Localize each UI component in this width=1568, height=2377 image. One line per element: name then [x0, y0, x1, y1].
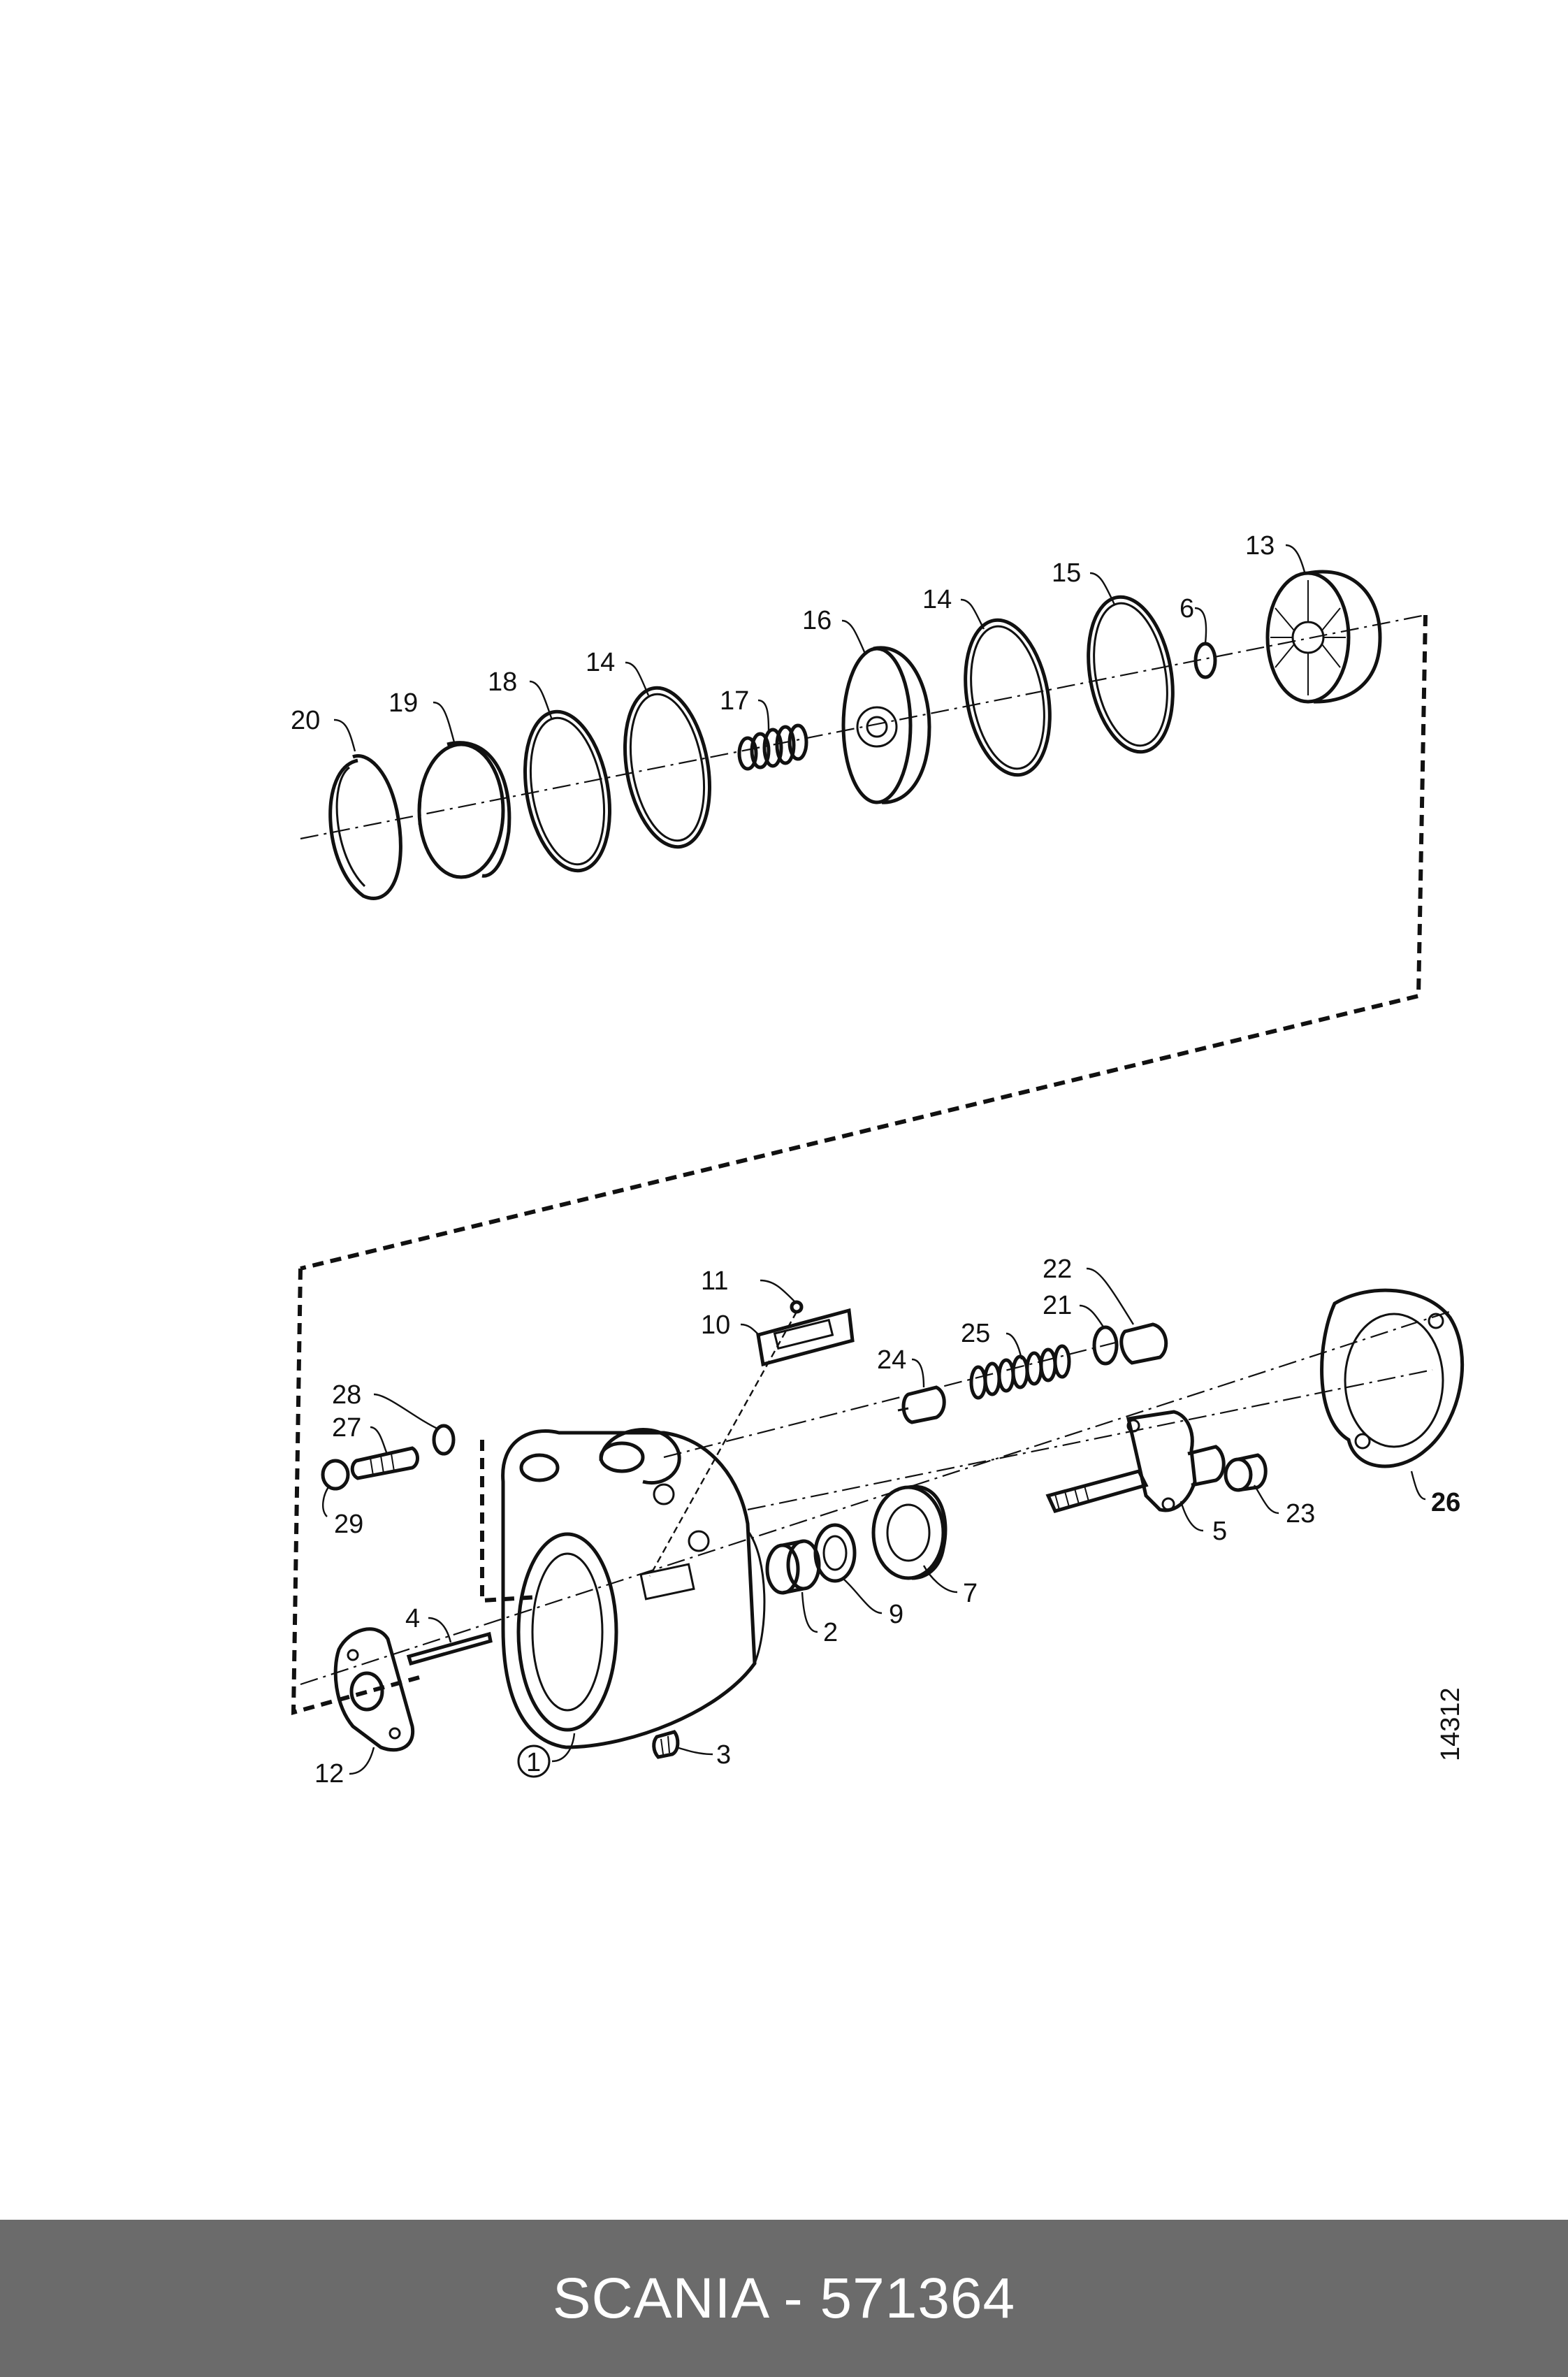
part-11-rivet [790, 1300, 804, 1314]
part-14-o-ring-right [964, 618, 1052, 777]
part-2-needle-bearing [765, 1539, 821, 1595]
part-15-o-ring [1087, 595, 1175, 754]
part-19-cover [417, 741, 511, 879]
callout-7: 7 [963, 1579, 978, 1608]
part-3-set-screw [652, 1730, 680, 1759]
part-24-valve-plunger [897, 1385, 946, 1424]
callout-14-left: 14 [586, 648, 615, 677]
callout-9: 9 [889, 1600, 903, 1629]
footer-title: SCANIA - 571364 [552, 2266, 1016, 2330]
part-4-pin [406, 1631, 493, 1666]
part-7-ball-bearing [871, 1484, 948, 1580]
callout-4: 4 [405, 1604, 420, 1633]
callout-29: 29 [334, 1510, 363, 1539]
callout-13: 13 [1245, 531, 1275, 561]
callout-22: 22 [1043, 1255, 1072, 1284]
callout-labels: 20 19 18 14 17 16 14 15 6 13 11 10 24 25… [291, 531, 1465, 1789]
callout-18: 18 [488, 667, 517, 697]
part-13-rotor-housing [1265, 570, 1382, 704]
callout-15: 15 [1052, 558, 1081, 588]
part-28-washer [432, 1424, 456, 1456]
part-5-drive-shaft [1045, 1410, 1226, 1513]
part-18-o-ring [523, 709, 612, 873]
drawing-number: 14312 [1436, 1687, 1465, 1761]
callout-28: 28 [332, 1380, 361, 1410]
part-20-snap-ring [328, 754, 402, 900]
footer-bar: SCANIA - 571364 [0, 2220, 1568, 2377]
callout-1: 1 [526, 1748, 541, 1777]
callout-17: 17 [720, 686, 749, 716]
part-12-flange [333, 1627, 415, 1752]
callout-20: 20 [291, 706, 320, 735]
callout-10: 10 [701, 1310, 730, 1340]
callout-23: 23 [1286, 1499, 1315, 1529]
callout-26: 26 [1431, 1488, 1460, 1517]
part-14-o-ring-left [623, 686, 712, 849]
lower-assembly [291, 1268, 1464, 1759]
callout-19: 19 [389, 688, 418, 718]
callout-12: 12 [314, 1759, 344, 1789]
callout-24: 24 [877, 1345, 906, 1375]
part-9-seal [813, 1523, 857, 1583]
part-22-plug [1119, 1322, 1168, 1365]
part-10-name-plate [756, 1308, 855, 1367]
callout-5: 5 [1212, 1517, 1227, 1546]
callout-6: 6 [1179, 594, 1194, 623]
callout-25: 25 [961, 1319, 990, 1348]
callout-27: 27 [332, 1413, 361, 1443]
callout-2: 2 [823, 1618, 838, 1647]
part-6-small-ring [1193, 642, 1217, 679]
callout-leaders [322, 544, 1426, 1775]
part-29-nut [321, 1459, 350, 1491]
callout-11: 11 [701, 1266, 728, 1296]
callout-14-right: 14 [922, 585, 952, 614]
callout-3: 3 [716, 1740, 731, 1770]
part-17-spring [737, 723, 808, 771]
part-25-spring [969, 1344, 1071, 1400]
part-16-end-plate [841, 646, 931, 804]
part-21-washer [1092, 1325, 1119, 1366]
part-1-pump-housing [501, 1428, 766, 1749]
callout-1-circle [517, 1744, 551, 1778]
part-23-sleeve [1224, 1453, 1268, 1492]
part-26-gasket [1320, 1288, 1464, 1468]
callout-21: 21 [1043, 1291, 1072, 1320]
upper-assembly [300, 570, 1428, 1271]
part-27-bolt [350, 1446, 419, 1480]
callout-16: 16 [802, 606, 832, 635]
